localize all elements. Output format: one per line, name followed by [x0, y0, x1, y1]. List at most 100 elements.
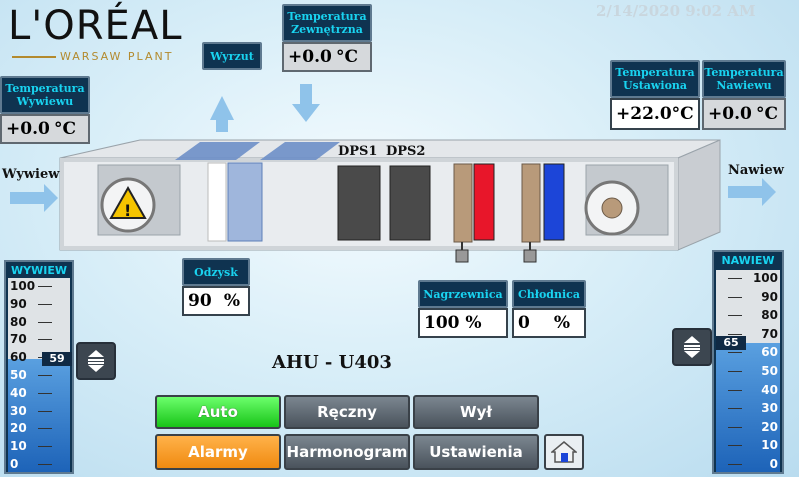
gauge-tick-label: 40 [10, 385, 27, 400]
home-button[interactable] [544, 434, 584, 470]
gauge-tick-label: 100 [752, 271, 778, 285]
svg-text:!: ! [124, 201, 131, 220]
loreal-logo: L'ORÉAL WARSAW PLANT [8, 4, 183, 66]
alarms-button[interactable]: Alarmy [155, 434, 281, 470]
gauge-tick-label: 20 [10, 421, 27, 436]
temp-outdoor-label-line1: Temperatura [287, 10, 367, 23]
supply-gauge-value: 65 [716, 336, 746, 351]
gauge-tick-line [728, 352, 742, 354]
off-button[interactable]: Wył [413, 395, 539, 429]
gauge-tick-label: 100 [10, 279, 36, 293]
gauge-tick-label: 50 [761, 364, 778, 378]
cooler-value: 0 % [512, 308, 586, 338]
gauge-tick-line [38, 303, 52, 305]
gauge-tick-label: 70 [10, 332, 27, 347]
gauge-tick-line [728, 371, 742, 372]
temp-exhaust-number: +0.0 [6, 119, 50, 139]
temp-outdoor-number: +0.0 [288, 47, 332, 67]
gauge-tick-line [38, 321, 52, 323]
cooler-number: 0 [518, 313, 530, 333]
temp-exhaust-label-line2: Wywiewu [16, 95, 74, 108]
alarm-warning-icon [109, 185, 147, 219]
schedule-button[interactable]: Harmonogram [284, 434, 410, 470]
gauge-tick-line [38, 392, 52, 394]
temp-setpoint-number: +22.0 [616, 104, 672, 124]
nawiew-label: Nawiew [728, 163, 784, 178]
gauge-tick-line [728, 315, 742, 317]
gauge-tick-label: 10 [761, 438, 778, 453]
logo-brand: L'ORÉAL [8, 3, 183, 49]
supply-stepper[interactable] [672, 328, 712, 366]
heater-value: 100 % [418, 308, 508, 338]
gauge-tick-label: 40 [761, 382, 778, 397]
temp-outdoor-unit: °C [335, 47, 358, 67]
exhaust-gauge-fill [8, 358, 70, 472]
gauge-tick-line [728, 426, 742, 428]
gauge-tick-line [728, 464, 742, 465]
temp-outdoor-label-line2: Zewnętrzna [291, 23, 363, 36]
gauge-tick-line [38, 428, 52, 430]
auto-button[interactable]: Auto [155, 395, 281, 429]
supply-gauge-fill [716, 343, 780, 472]
gauge-tick-line [38, 286, 52, 287]
wyrzut-label: Wyrzut [202, 42, 262, 70]
gauge-tick-line [38, 339, 52, 341]
gauge-tick-label: 0 [10, 457, 19, 471]
gauge-tick-line [728, 408, 742, 410]
temp-exhaust-value: +0.0 °C [0, 114, 90, 144]
gauge-tick-line [728, 389, 742, 391]
gauge-tick-line [38, 464, 52, 465]
gauge-tick-line [38, 446, 52, 448]
dps1-label: DPS1 [338, 144, 378, 159]
temp-supply-number: +0.0 [708, 104, 752, 124]
gauge-tick-label: 0 [769, 457, 778, 471]
temp-setpoint-label-line1: Temperatura [615, 66, 695, 79]
gauge-tick-label: 60 [761, 345, 778, 360]
temp-setpoint-input[interactable]: +22.0 °C [610, 98, 700, 130]
home-icon [551, 441, 577, 463]
recovery-label: Odzysk [182, 258, 250, 286]
temp-supply-unit: °C [755, 104, 778, 124]
datetime: 2/14/2020 9:02 AM [596, 2, 756, 20]
temp-supply-label: Temperatura Nawiewu [702, 60, 786, 98]
gauge-tick-label: 30 [10, 403, 27, 418]
exhaust-stepper[interactable] [76, 342, 116, 380]
ahu-title: AHU - U403 [272, 352, 392, 373]
temp-exhaust-label: Temperatura Wywiewu [0, 76, 90, 114]
gauge-tick-label: 80 [10, 314, 27, 329]
temp-supply-label-line2: Nawiewu [716, 79, 772, 92]
logo-bar [12, 56, 56, 58]
recovery-unit: % [223, 291, 240, 311]
gauge-tick-label: 50 [10, 368, 27, 382]
recovery-value: 90 % [182, 286, 250, 316]
gauge-tick-line [38, 410, 52, 412]
exhaust-gauge-title: WYWIEW [11, 264, 67, 277]
temp-supply-value: +0.0 °C [702, 98, 786, 130]
gauge-tick-label: 60 [10, 350, 27, 365]
gauge-tick-label: 30 [761, 401, 778, 416]
temp-setpoint-label-line2: Ustawiona [622, 79, 688, 92]
up-down-arrows-icon [88, 350, 104, 372]
settings-button[interactable]: Ustawienia [413, 434, 539, 470]
temp-setpoint-label: Temperatura Ustawiona [610, 60, 700, 98]
supply-gauge-title: NAWIEW [721, 254, 775, 267]
temp-setpoint-unit: °C [671, 104, 694, 124]
gauge-tick-label: 80 [761, 308, 778, 323]
temp-outdoor-value: +0.0 °C [282, 42, 372, 72]
gauge-tick-label: 20 [761, 419, 778, 434]
cooler-label: Chłodnica [512, 280, 586, 308]
gauge-tick-label: 90 [10, 296, 27, 311]
recovery-number: 90 [188, 291, 212, 311]
cooler-unit: % [553, 313, 570, 333]
temp-exhaust-label-line1: Temperatura [5, 82, 85, 95]
gauge-tick-label: 70 [761, 326, 778, 341]
gauge-tick-line [728, 278, 742, 279]
temp-exhaust-unit: °C [53, 119, 76, 139]
wywiew-label: Wywiew [2, 167, 60, 182]
exhaust-gauge-value: 59 [42, 351, 72, 366]
manual-button[interactable]: Ręczny [284, 395, 410, 429]
